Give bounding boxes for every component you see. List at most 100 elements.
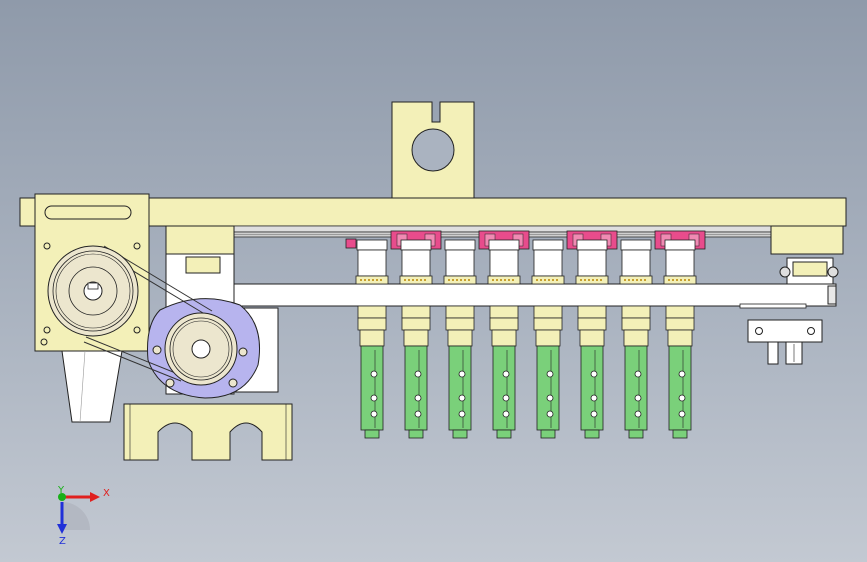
gripper-pin (546, 394, 554, 402)
nozzle-collar (345, 238, 357, 249)
z-axis-arrow-icon (57, 524, 67, 534)
gripper-pin (546, 370, 554, 378)
nozzle-neck (359, 329, 385, 347)
gripper-pin (678, 394, 686, 402)
nozzle-sleeve (577, 305, 607, 319)
gripper-pin (590, 370, 598, 378)
nozzle-sleeve (489, 305, 519, 319)
nozzle-neck (447, 329, 473, 347)
nozzle-cap (356, 239, 388, 251)
gripper-pin (458, 410, 466, 418)
gripper-pin (414, 370, 422, 378)
gripper-body (448, 345, 472, 431)
nozzle-upper-body (489, 249, 519, 277)
gripper-pin (678, 370, 686, 378)
gripper-pin (546, 410, 554, 418)
gripper-pin (590, 394, 598, 402)
gripper-pin (370, 410, 378, 418)
gripper-tip (364, 429, 380, 439)
gripper-tip (672, 429, 688, 439)
nozzle-sleeve (357, 305, 387, 319)
nozzle-sleeve (489, 317, 519, 331)
nozzle-cap (576, 239, 608, 251)
nozzle-sleeve (533, 305, 563, 319)
nozzle-sleeve (357, 317, 387, 331)
nozzle-sleeve (577, 317, 607, 331)
main-beam (19, 197, 847, 227)
gripper-body (536, 345, 560, 431)
z-axis-label: Z (59, 536, 66, 547)
axis-triad: X Y Z (57, 485, 110, 547)
nozzle-upper-body (357, 249, 387, 277)
nozzle-neck (579, 329, 605, 347)
gripper-pin (414, 394, 422, 402)
nozzle-upper-body (445, 249, 475, 277)
nozzle-neck (491, 329, 517, 347)
driven-pulley-right (164, 312, 238, 386)
y-axis-dot-icon (58, 493, 66, 501)
adjust-slot (44, 205, 132, 220)
nozzle-upper-body (533, 249, 563, 277)
gripper-tip (584, 429, 600, 439)
left-stand (61, 350, 123, 423)
gripper-pin (458, 370, 466, 378)
nozzle-sleeve (665, 305, 695, 319)
guide-shaft (233, 283, 837, 307)
gripper-pin (414, 410, 422, 418)
gripper-tip (628, 429, 644, 439)
gripper-body (668, 345, 692, 431)
x-axis-label: X (103, 488, 110, 499)
gripper-tip (408, 429, 424, 439)
nozzle-sleeve (445, 317, 475, 331)
nozzle-upper-body (577, 249, 607, 277)
gripper-pin (502, 394, 510, 402)
nozzle-neck (623, 329, 649, 347)
gripper-body (404, 345, 428, 431)
gripper-pin (370, 394, 378, 402)
gripper-pin (634, 394, 642, 402)
gripper-pin (634, 370, 642, 378)
nozzle-neck (667, 329, 693, 347)
nozzle-sleeve (621, 305, 651, 319)
gripper-tip (496, 429, 512, 439)
gripper-pin (502, 370, 510, 378)
nozzle-sleeve (665, 317, 695, 331)
nozzle-cap (488, 239, 520, 251)
x-axis-arrow-icon (90, 492, 100, 502)
nozzle-cap (444, 239, 476, 251)
gripper-body (580, 345, 604, 431)
gripper-body (492, 345, 516, 431)
nozzle-upper-body (621, 249, 651, 277)
nozzle-cap (532, 239, 564, 251)
nozzle-upper-body (665, 249, 695, 277)
nozzle-cap (620, 239, 652, 251)
gripper-pin (502, 410, 510, 418)
gripper-body (360, 345, 384, 431)
nozzle-sleeve (401, 305, 431, 319)
gripper-pin (590, 410, 598, 418)
gripper-pin (458, 394, 466, 402)
gripper-tip (540, 429, 556, 439)
nozzle-cap (400, 239, 432, 251)
gripper-body (624, 345, 648, 431)
nozzle-neck (403, 329, 429, 347)
nozzle-sleeve (621, 317, 651, 331)
gripper-pin (370, 370, 378, 378)
drive-pulley-left (47, 245, 139, 337)
lower-support-block (123, 403, 293, 461)
nozzle-sleeve (401, 317, 431, 331)
right-end-block (770, 225, 844, 285)
right-clamp (739, 303, 823, 365)
top-mount-block (391, 101, 475, 201)
nozzle-neck (535, 329, 561, 347)
nozzle-array (345, 230, 706, 439)
gripper-pin (678, 410, 686, 418)
nozzle-upper-body (401, 249, 431, 277)
nozzle-sleeve (533, 317, 563, 331)
gripper-pin (634, 410, 642, 418)
mount-hole (411, 128, 455, 172)
nozzle-cap (664, 239, 696, 251)
gripper-tip (452, 429, 468, 439)
